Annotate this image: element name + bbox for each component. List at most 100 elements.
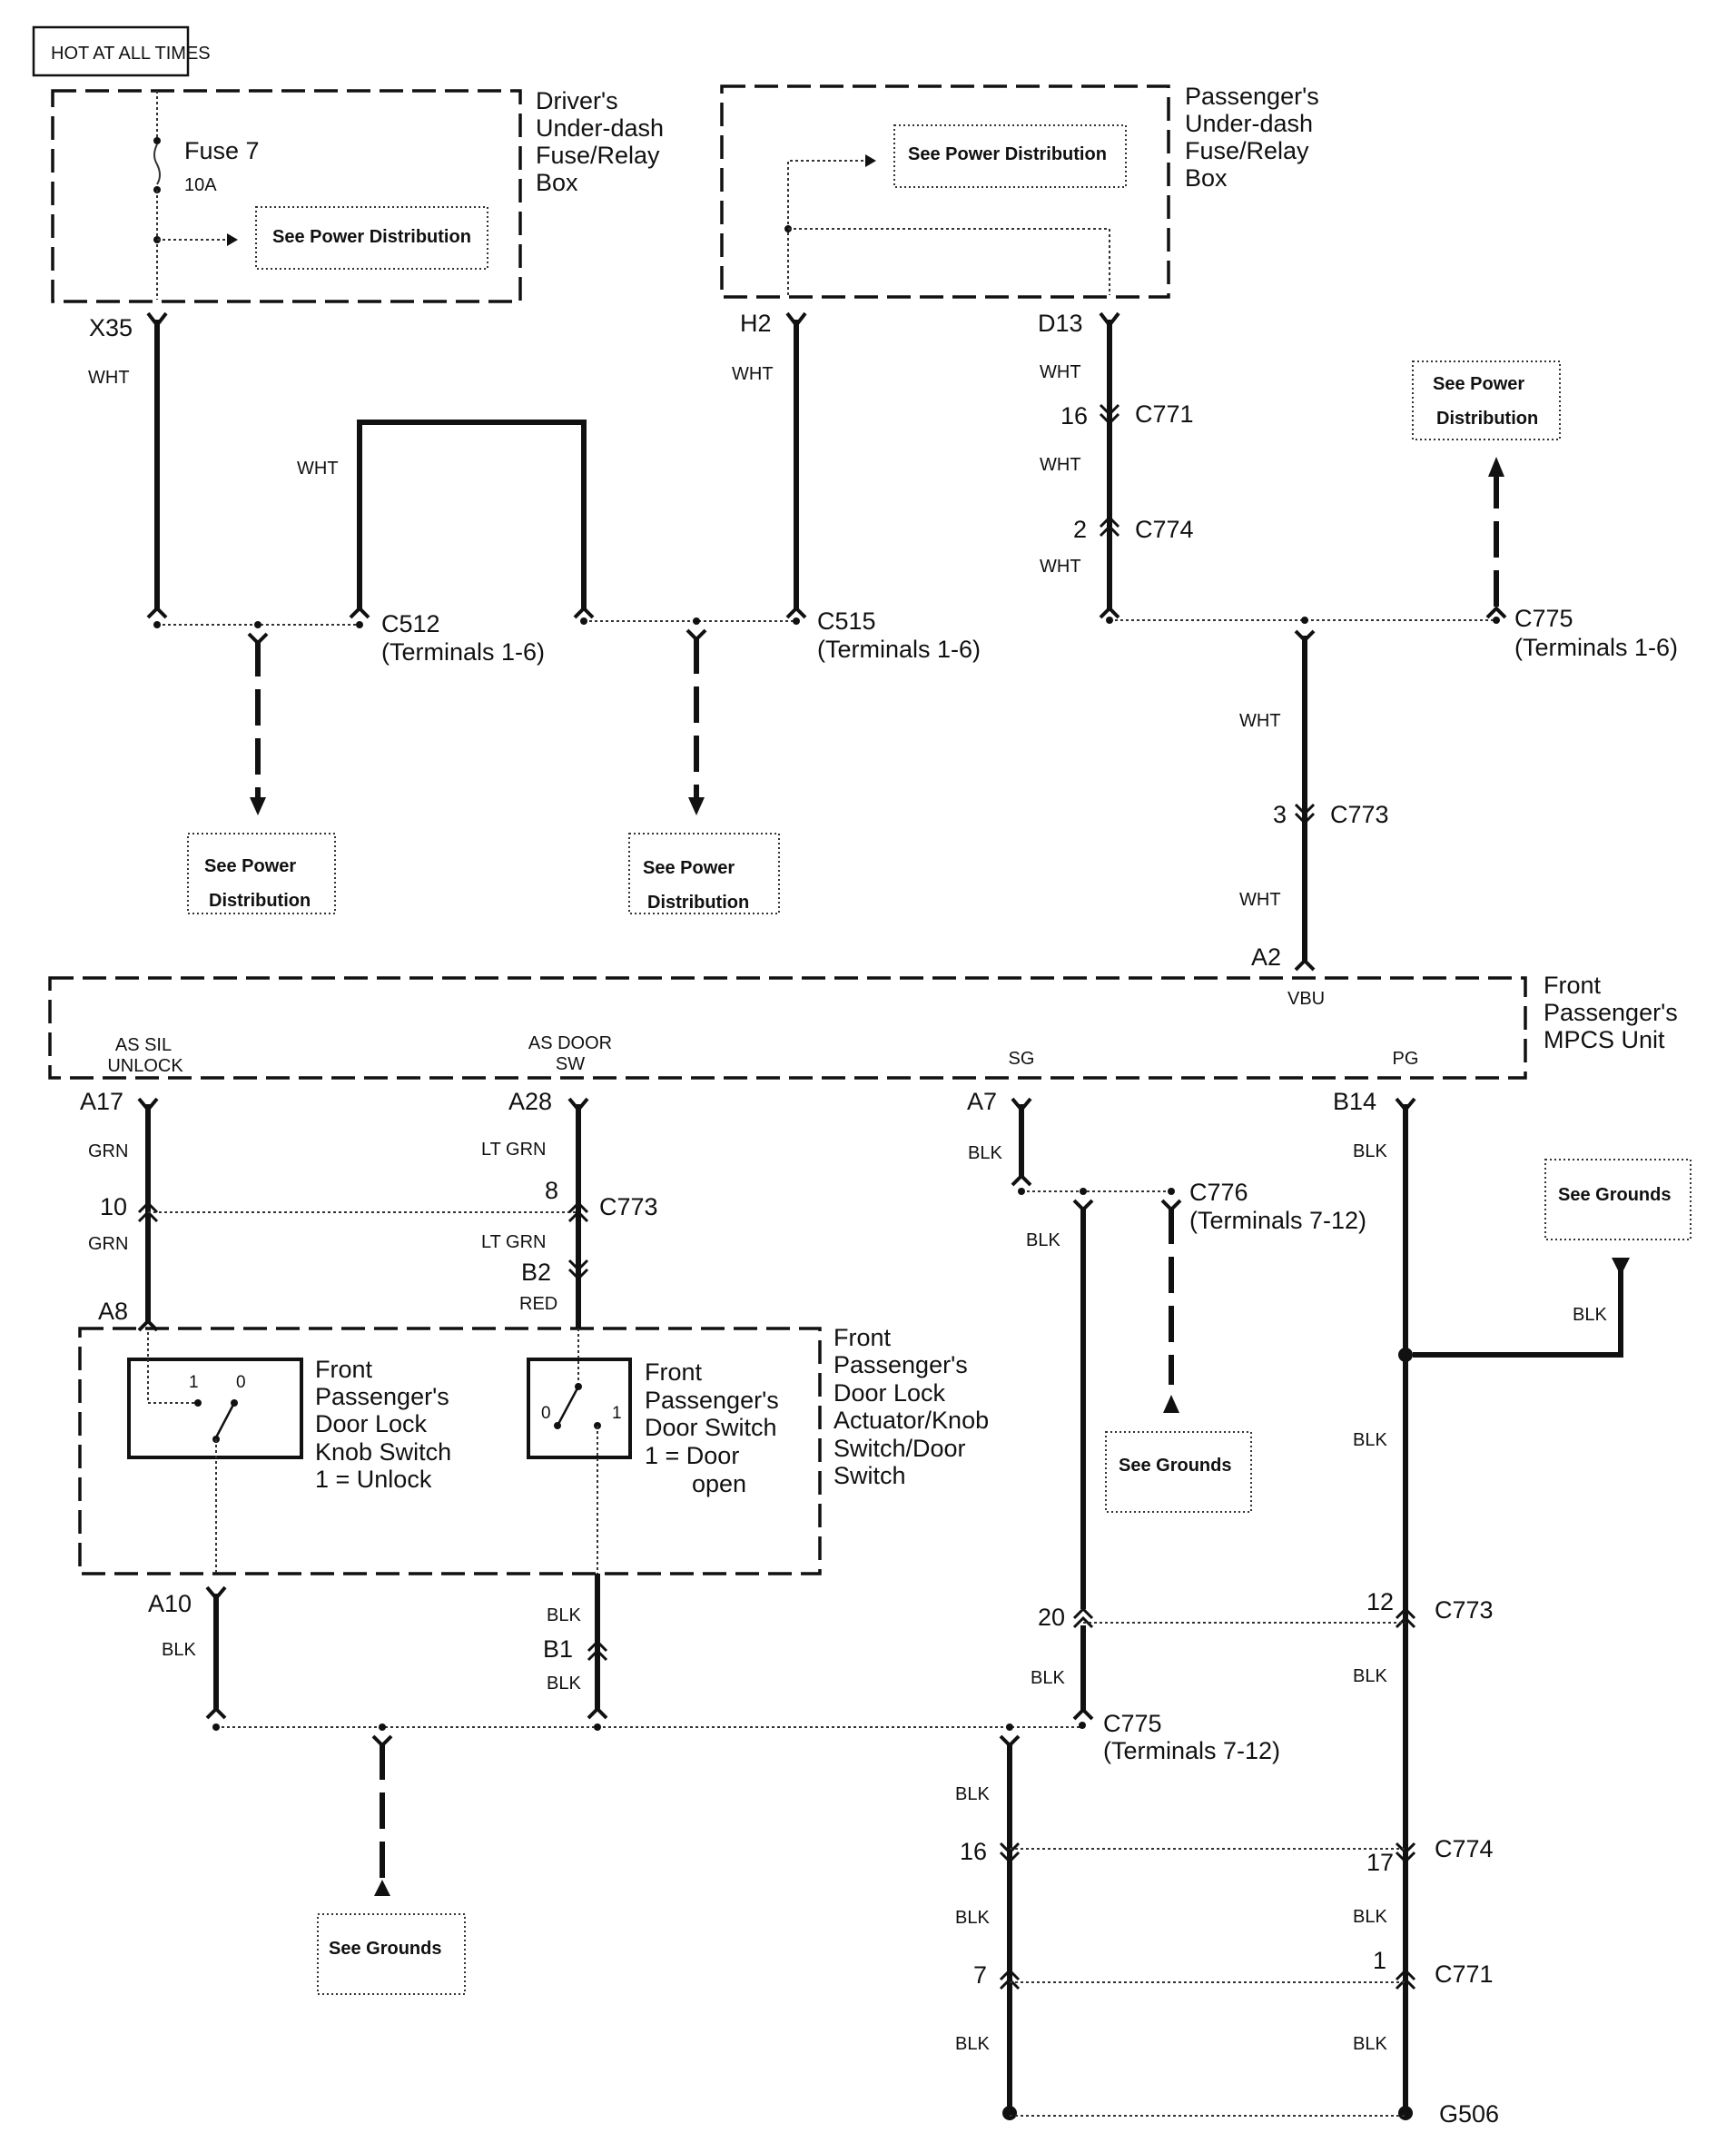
- passenger-fuse-box: Passenger's Under-dash Fuse/Relay Box Se…: [720, 83, 1319, 299]
- connector-c512: C512: [381, 610, 440, 637]
- power-distribution-ref-3[interactable]: See Power Distribution: [187, 833, 336, 914]
- door-switch-label-3: Door Switch: [645, 1414, 777, 1441]
- connector-c773-mid: C773: [599, 1193, 658, 1220]
- wire-d13: D13 WHT 16 C771 WHT 2 C774 WHT: [1038, 310, 1194, 619]
- wire-color-label: LT GRN: [481, 1232, 547, 1252]
- connector-c773-low: C773: [1435, 1596, 1494, 1624]
- wire-color-label: RED: [519, 1294, 557, 1314]
- power-distribution-ref-1[interactable]: [255, 206, 488, 270]
- wire-color-label: BLK: [1353, 1666, 1387, 1686]
- passenger-box-title-2: Under-dash: [1185, 110, 1313, 137]
- driver-box-title-2: Under-dash: [536, 114, 664, 142]
- actuator-title-3: Door Lock: [833, 1379, 946, 1407]
- ground-ref-3-label[interactable]: See Grounds: [1558, 1185, 1671, 1205]
- driver-box-title-1: Driver's: [536, 87, 618, 114]
- power-distribution-ref-5[interactable]: See Power Distribution: [1412, 360, 1561, 440]
- ground-ref-1[interactable]: See Grounds: [317, 1913, 466, 1995]
- driver-fuse-box: Driver's Under-dash Fuse/Relay Box Fuse …: [51, 87, 664, 303]
- wire-color-label: BLK: [547, 1605, 581, 1625]
- power-distribution-ref-4[interactable]: See Power Distribution: [628, 833, 780, 914]
- terminal-a28: A28: [508, 1088, 552, 1115]
- terminal-b14: B14: [1333, 1088, 1376, 1115]
- wire-x35: X35 WHT: [88, 311, 168, 619]
- knob-pos-0: 0: [236, 1373, 246, 1392]
- connector-c771-top: C771: [1135, 400, 1194, 428]
- power-distribution-ref-2-label[interactable]: See Power Distribution: [908, 144, 1107, 164]
- mpcs-unit: Front Passenger's MPCS Unit VBU AS SIL U…: [48, 972, 1678, 1080]
- door-switch-box: [527, 1358, 632, 1459]
- connector-c773-top: C773: [1330, 801, 1389, 828]
- wire-color-label: BLK: [955, 1908, 990, 1928]
- power-distribution-ref-1-label[interactable]: See Power Distribution: [272, 227, 471, 247]
- c773-pin-10: 10: [100, 1193, 127, 1220]
- ref-3-line-1[interactable]: See Power: [204, 856, 296, 876]
- terminal-h2: H2: [740, 310, 772, 337]
- passenger-box-title-4: Box: [1185, 164, 1228, 192]
- wire-color-label: BLK: [1026, 1230, 1060, 1250]
- terminal-a17: A17: [80, 1088, 123, 1115]
- actuator-title-5: Switch/Door: [833, 1435, 966, 1462]
- c774-pin-16: 16: [960, 1838, 987, 1865]
- pin-vbu: VBU: [1287, 989, 1325, 1009]
- ref-5-line-2[interactable]: Distribution: [1436, 409, 1538, 429]
- ground-ref-2-label[interactable]: See Grounds: [1119, 1456, 1231, 1476]
- c771-pin-7: 7: [973, 1961, 987, 1989]
- wire-b1: BLK B1 BLK: [543, 1574, 608, 1720]
- c773-pin-3: 3: [1273, 801, 1287, 828]
- door-pos-0: 0: [541, 1404, 551, 1423]
- knob-switch-label-4: Knob Switch: [315, 1438, 451, 1466]
- ground-ref-2[interactable]: See Grounds: [1105, 1431, 1252, 1513]
- wire-color-label: GRN: [88, 1141, 128, 1161]
- door-switch-label-4: 1 = Door: [645, 1442, 739, 1469]
- door-switch-label-5: open: [692, 1470, 746, 1497]
- terminal-a10: A10: [148, 1590, 192, 1617]
- c774-pin-17: 17: [1366, 1849, 1394, 1876]
- c775-top-splice: C775 (Terminals 1-6): [1106, 457, 1678, 661]
- wire-a10: A10 BLK: [148, 1585, 227, 1720]
- actuator-title-6: Switch: [833, 1462, 906, 1489]
- connector-c774-top: C774: [1135, 516, 1194, 543]
- knob-switch-label-2: Passenger's: [315, 1383, 449, 1410]
- passenger-box-title-1: Passenger's: [1185, 83, 1319, 110]
- wire-color-label: BLK: [162, 1640, 196, 1660]
- door-pos-1: 1: [612, 1404, 622, 1423]
- c771-pin-16: 16: [1060, 402, 1088, 430]
- wire-color-label: WHT: [297, 459, 339, 479]
- fuse-name: Fuse 7: [184, 137, 260, 164]
- connector-c775-top: C775: [1514, 605, 1573, 632]
- fuse-icon: [153, 143, 161, 185]
- c773-pin-8: 8: [545, 1177, 558, 1204]
- c771-pin-1: 1: [1373, 1947, 1386, 1974]
- door-switch-label-2: Passenger's: [645, 1387, 779, 1414]
- terminal-b1: B1: [543, 1635, 573, 1663]
- wire-color-label: BLK: [1353, 1430, 1387, 1450]
- ground-ref-3[interactable]: See Grounds: [1544, 1159, 1692, 1240]
- switch-lever-icon: [214, 1402, 236, 1438]
- c773-pin-12: 12: [1366, 1588, 1394, 1615]
- mpcs-title-1: Front: [1544, 972, 1602, 999]
- wire-color-label: BLK: [547, 1674, 581, 1694]
- passenger-box-title-3: Fuse/Relay: [1185, 137, 1309, 164]
- c515-splice: C515 (Terminals 1-6): [580, 607, 981, 815]
- ref-4-line-1[interactable]: See Power: [643, 858, 735, 878]
- wire-loop-c512: WHT: [297, 420, 595, 619]
- ground-ref-1-label[interactable]: See Grounds: [329, 1939, 441, 1959]
- ref-4-line-2[interactable]: Distribution: [647, 893, 749, 913]
- wire-color-label: WHT: [88, 368, 130, 388]
- wire-color-label: WHT: [1239, 890, 1281, 910]
- door-lock-actuator-box: Front Passenger's Door Lock Actuator/Kno…: [78, 1324, 989, 1575]
- connector-c771-low: C771: [1435, 1960, 1494, 1988]
- power-distribution-ref-2[interactable]: [893, 124, 1127, 188]
- terminal-x35: X35: [89, 314, 133, 341]
- c773-pin-20: 20: [1038, 1604, 1065, 1631]
- driver-box-title-3: Fuse/Relay: [536, 142, 660, 169]
- knob-switch-label-1: Front: [315, 1356, 373, 1383]
- wire-to-g506-left: BLK 16 BLK 7 BLK: [955, 1734, 1021, 2120]
- wire-color-label: BLK: [955, 1784, 990, 1804]
- connector-c776-terminals: (Terminals 7-12): [1189, 1207, 1366, 1234]
- pin-as-door-sw-1: AS DOOR: [528, 1033, 612, 1053]
- ref-5-line-1[interactable]: See Power: [1433, 374, 1524, 394]
- connector-c512-terminals: (Terminals 1-6): [381, 638, 545, 666]
- ref-3-line-2[interactable]: Distribution: [209, 891, 311, 911]
- connector-c775-top-terminals: (Terminals 1-6): [1514, 634, 1678, 661]
